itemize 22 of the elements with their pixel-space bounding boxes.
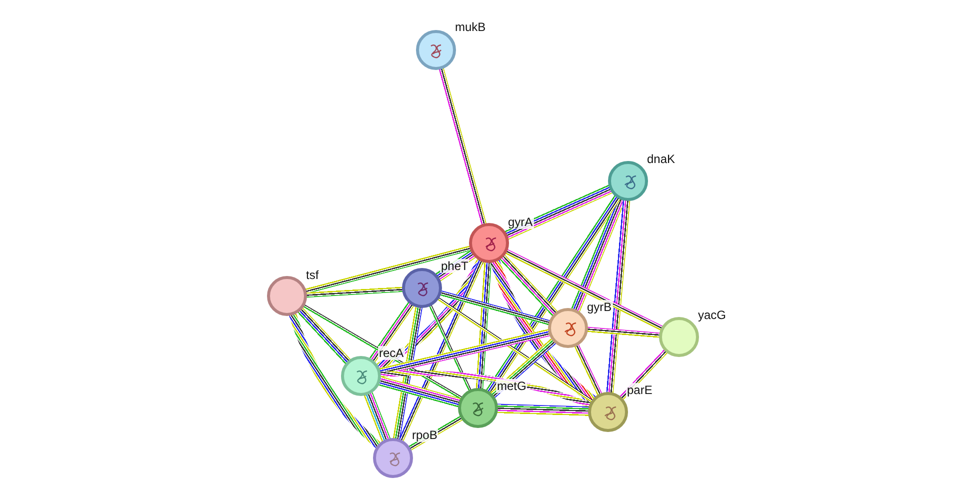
protein-node [341, 356, 381, 396]
protein-node [402, 268, 442, 308]
protein-node [608, 161, 648, 201]
protein-label: dnaK [646, 152, 676, 166]
protein-label: parE [626, 383, 654, 397]
protein-label: gyrB [586, 300, 613, 314]
protein-node [659, 317, 699, 357]
protein-label: tsf [305, 268, 320, 282]
protein-node [458, 388, 498, 428]
protein-node [267, 276, 307, 316]
protein-node [373, 438, 413, 478]
protein-label: mukB [454, 20, 487, 34]
protein-label: gyrA [507, 215, 534, 229]
protein-label: yacG [697, 308, 728, 322]
protein-node [548, 308, 588, 348]
protein-node [588, 392, 628, 432]
protein-node [416, 30, 456, 70]
protein-node [469, 223, 509, 263]
protein-label: metG [496, 379, 528, 393]
protein-label: recA [378, 346, 405, 360]
protein-label: rpoB [411, 428, 438, 442]
protein-label: pheT [440, 259, 470, 273]
